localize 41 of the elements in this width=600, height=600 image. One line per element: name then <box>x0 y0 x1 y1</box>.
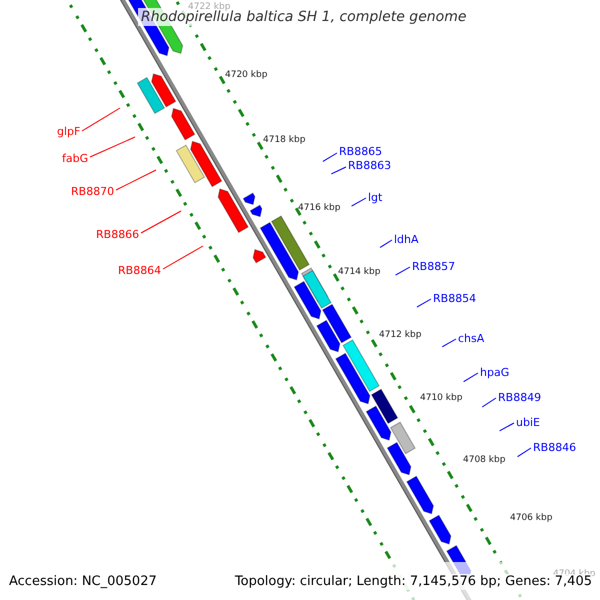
leader-line <box>322 152 338 162</box>
gene-label: RB8857 <box>412 260 456 273</box>
leader-line <box>482 398 496 408</box>
leader-line <box>351 198 366 207</box>
tick-label: 4718 kbp <box>263 135 306 146</box>
tick-label: 4706 kbp <box>510 513 552 524</box>
gene-label: RB8870 <box>71 185 114 198</box>
leader-line <box>416 298 432 308</box>
leader-line <box>82 108 120 132</box>
gene-label: RB8866 <box>96 228 140 241</box>
gene-label: fabG <box>62 152 88 165</box>
gene-label: lgt <box>368 191 382 204</box>
leader-line <box>380 240 392 248</box>
gene-label: chsA <box>458 332 484 345</box>
leader-line <box>442 338 456 348</box>
gene-label: ubiE <box>516 416 540 429</box>
gene-label: RB8865 <box>339 145 382 158</box>
gene-label: hpaG <box>480 366 510 379</box>
gene-label: RB8846 <box>533 441 576 454</box>
leader-line <box>162 246 204 270</box>
leader-line <box>116 170 156 190</box>
leader-line <box>499 422 514 432</box>
leader-line <box>140 210 182 234</box>
tick-label: 4720 kbp <box>225 70 268 81</box>
leader-line <box>517 448 532 458</box>
tick-label: 4716 kbp <box>298 203 340 214</box>
leader-line <box>395 266 410 276</box>
tick-label: 4710 kbp <box>420 393 462 404</box>
tick-label: 4712 kbp <box>379 330 422 341</box>
gene-label: ldhA <box>394 233 419 246</box>
gene-label: RB8863 <box>348 159 392 172</box>
tick-label: 4714 kbp <box>338 267 380 278</box>
gene-label: RB8849 <box>498 391 542 404</box>
gene-label: RB8854 <box>433 292 476 305</box>
gene-label: glpF <box>57 125 80 138</box>
leader-line <box>463 372 478 382</box>
leader-line <box>330 166 346 174</box>
tick-label: 4708 kbp <box>463 455 506 466</box>
accession-text: Accession: NC_005027 <box>9 574 157 590</box>
leader-line <box>90 136 136 158</box>
gene-label: RB8864 <box>118 264 162 277</box>
